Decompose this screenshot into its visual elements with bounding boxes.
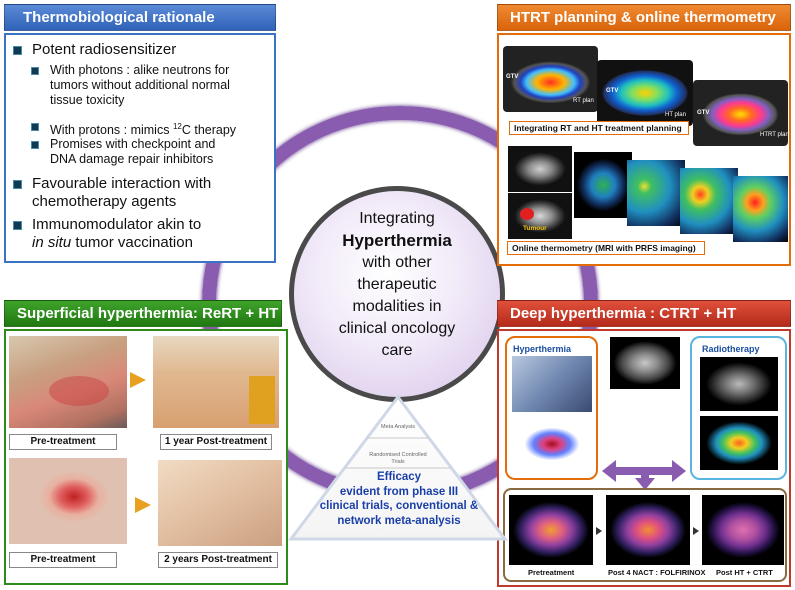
chemo-line-1: Favourable interaction with bbox=[32, 175, 212, 192]
down-arrow-icon bbox=[635, 468, 655, 490]
pyramid-efficacy-text: Efficacy evident from phase III clinical… bbox=[306, 470, 492, 528]
pre-treatment-label-2: Pre-treatment bbox=[9, 552, 117, 568]
arrow-icon bbox=[135, 497, 151, 513]
superficial-header: Superficial hyperthermia: ReRT + HT bbox=[4, 300, 282, 327]
rt-plan-label: RT plan bbox=[573, 98, 594, 104]
photons-line-2: tumors without additional normal bbox=[50, 78, 230, 92]
hyperthermia-applicator-image bbox=[512, 356, 592, 412]
tumour-label: Tumour bbox=[523, 225, 547, 232]
thermometry-map-2 bbox=[627, 160, 685, 226]
htrt-plan-image bbox=[693, 80, 788, 146]
htrt-header: HTRT planning & online thermometry bbox=[497, 4, 791, 31]
thermometry-caption: Online thermometry (MRI with PRFS imagin… bbox=[507, 241, 705, 255]
patient-photo-pre-1 bbox=[9, 336, 127, 428]
immuno-line-2: tumor vaccination bbox=[71, 234, 193, 251]
sub-bullet-protons: With protons : mimics 12C therapy bbox=[50, 119, 236, 138]
efficacy-line-3: clinical trials, conventional & bbox=[319, 500, 479, 512]
rationale-header: Thermobiological rationale bbox=[4, 4, 276, 31]
radiotherapy-label: Radiotherapy bbox=[702, 344, 760, 354]
arrow-icon bbox=[596, 527, 602, 535]
deep-title: Deep hyperthermia : CTRT + HT bbox=[510, 305, 737, 322]
efficacy-line-1: Efficacy bbox=[376, 471, 422, 483]
immuno-italic: in situ bbox=[32, 234, 72, 251]
arrow-icon bbox=[130, 372, 146, 388]
post-treatment-label-1: 1 year Post-treatment bbox=[160, 434, 272, 450]
htrt-plan-label: HTRT plan bbox=[760, 132, 789, 138]
post-treatment-label-2: 2 years Post-treatment bbox=[158, 552, 278, 568]
center-line-5: modalities in bbox=[352, 298, 442, 315]
planning-caption: Integrating RT and HT treatment planning bbox=[509, 121, 689, 135]
thermometry-map-3 bbox=[680, 168, 738, 234]
pre-treatment-label-1: Pre-treatment bbox=[9, 434, 117, 450]
rt-plan-image bbox=[503, 46, 598, 112]
center-line-1: Integrating bbox=[359, 210, 435, 227]
gtv-label: GTV bbox=[606, 88, 619, 94]
mri-image-top bbox=[508, 146, 572, 192]
tumour-marker bbox=[520, 208, 534, 220]
center-circle bbox=[289, 186, 505, 402]
radiotherapy-ct-image bbox=[700, 357, 778, 411]
post-nact-caption: Post 4 NACT : FOLFIRINOX bbox=[608, 568, 706, 577]
pyramid-meta-analysis: Meta Analysis bbox=[381, 424, 415, 430]
photons-line-1: With photons : alike neutrons for bbox=[50, 63, 230, 77]
center-line-7: care bbox=[381, 342, 413, 359]
ht-plan-label: HT plan bbox=[665, 112, 686, 118]
bullet-radiosensitizer: Potent radiosensitizer bbox=[32, 41, 177, 58]
ht-plan-image bbox=[597, 60, 693, 126]
rationale-panel bbox=[4, 33, 276, 263]
mri-image-bottom bbox=[508, 193, 572, 239]
thermometry-map-4 bbox=[733, 176, 788, 242]
ct-scan-image bbox=[610, 337, 680, 389]
hyperthermia-label: Hyperthermia bbox=[513, 344, 572, 354]
bullet-icon bbox=[13, 180, 22, 189]
center-line-6: clinical oncology bbox=[338, 320, 456, 337]
bullet-immunomodulator: Immunomodulator akin to in situ tumor va… bbox=[32, 216, 201, 252]
pet-post-ht-image bbox=[702, 495, 784, 565]
patient-photo-post-2 bbox=[158, 460, 282, 546]
efficacy-line-2: evident from phase III bbox=[339, 485, 459, 498]
superficial-title: Superficial hyperthermia: ReRT + HT bbox=[17, 305, 279, 322]
protons-text-end: C therapy bbox=[181, 123, 237, 138]
chemo-line-2: chemotherapy agents bbox=[32, 193, 177, 210]
thermometry-map-1 bbox=[574, 152, 632, 218]
sub-bullet-icon bbox=[31, 123, 39, 131]
post-ht-caption: Post HT + CTRT bbox=[716, 568, 773, 577]
bullet-icon bbox=[13, 46, 22, 55]
radiotherapy-dose-image bbox=[700, 416, 778, 470]
evidence-pyramid bbox=[287, 394, 509, 541]
checkpoint-line-1: Promises with checkpoint and bbox=[50, 137, 216, 151]
immuno-line-1: Immunomodulator akin to bbox=[32, 216, 202, 233]
pet-pretreatment-image bbox=[509, 495, 593, 565]
patient-photo-post-1 bbox=[153, 336, 279, 428]
htrt-title: HTRT planning & online thermometry bbox=[510, 9, 776, 26]
gtv-label: GTV bbox=[506, 74, 519, 80]
sub-bullet-photons: With photons : alike neutrons for tumors… bbox=[50, 63, 275, 108]
gtv-label: GTV bbox=[697, 110, 710, 116]
center-line-2: Hyperthermia bbox=[342, 231, 452, 250]
deep-header: Deep hyperthermia : CTRT + HT bbox=[497, 300, 791, 327]
pretreatment-caption: Pretreatment bbox=[528, 568, 575, 577]
photons-line-3: tissue toxicity bbox=[50, 93, 125, 107]
pyramid-rct: Randomised Controlled Trials bbox=[369, 452, 427, 465]
sub-bullet-checkpoint: Promises with checkpoint and DNA damage … bbox=[50, 137, 215, 167]
center-text: Integrating Hyperthermia with other ther… bbox=[300, 208, 494, 362]
protons-sup: 12 bbox=[172, 122, 182, 131]
protons-text: With protons : mimics bbox=[50, 123, 173, 138]
rationale-title: Thermobiological rationale bbox=[23, 9, 215, 26]
bullet-icon bbox=[13, 221, 22, 230]
checkpoint-line-2: DNA damage repair inhibitors bbox=[50, 152, 214, 166]
sar-heatmap-image bbox=[514, 418, 590, 470]
efficacy-line-4: network meta-analysis bbox=[337, 514, 461, 527]
bullet-chemotherapy: Favourable interaction with chemotherapy… bbox=[32, 175, 211, 211]
center-line-4: therapeutic bbox=[357, 276, 437, 293]
sub-bullet-icon bbox=[31, 141, 39, 149]
pet-post-nact-image bbox=[606, 495, 690, 565]
center-line-3: with other bbox=[362, 254, 432, 271]
patient-photo-pre-2 bbox=[9, 458, 127, 544]
arrow-icon bbox=[693, 527, 699, 535]
sub-bullet-icon bbox=[31, 67, 39, 75]
